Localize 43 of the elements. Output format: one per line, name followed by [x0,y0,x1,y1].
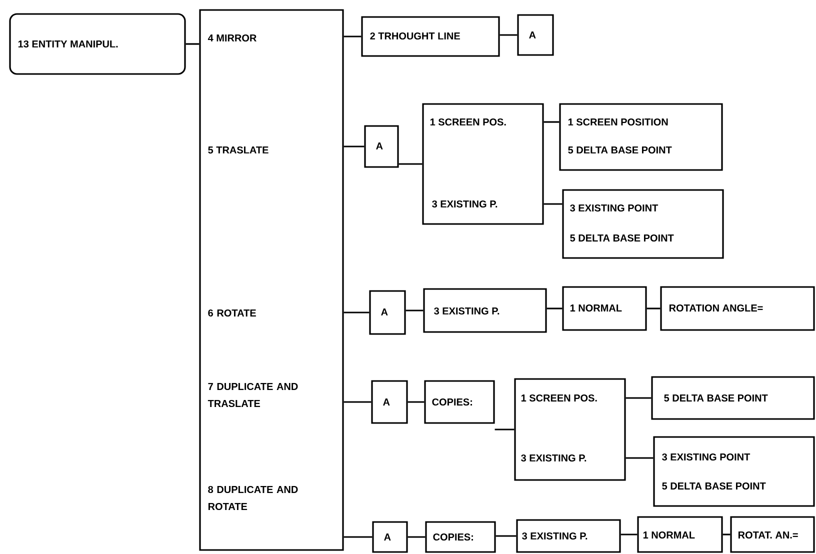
option-box: A [371,380,408,424]
connector [546,308,562,310]
option-box: 3 EXISTING POINT 5 DELTA BASE POINT [653,436,815,507]
connector [408,536,426,538]
option-box: A [517,14,554,56]
option-box: 1 NORMAL [562,286,647,331]
option-box: ROTAT. AN.= [730,516,815,553]
option-box: 3 EXISTING POINT 5 DELTA BASE POINT [562,189,724,259]
connector [620,534,638,536]
connector [500,34,518,36]
connector [398,163,422,165]
menu-box: 4 MIRROR 5 TRASLATE 6 ROTATE 7 DUPLICATE AND TRASLATE 8 DUPLICATE AND ROTATE [199,9,344,551]
rounded-box: 13 ENTITY MANIPUL. [9,13,186,75]
option-box: ROTATION ANGLE= [660,286,815,331]
connector [344,146,364,148]
option-box: 1 NORMAL [637,516,723,553]
connector [344,36,362,38]
connector [494,428,514,430]
connector [626,457,654,459]
option-box: A [369,290,406,335]
option-box: 2 TRHOUGHT LINE [361,16,500,57]
connector [496,535,516,537]
connector [646,308,660,310]
connector [626,397,652,399]
option-box: 5 DELTA BASE POINT [651,376,815,420]
menu-box: 1 SCREEN POS. 3 EXISTING P. [422,103,544,225]
connector [344,536,372,538]
option-box: COPIES: [424,380,495,424]
connector [544,121,560,123]
option-box: COPIES: [425,521,496,553]
connector [722,534,730,536]
connector [408,401,424,403]
option-box: A [372,521,408,553]
menu-box: 1 SCREEN POS. 3 EXISTING P. [514,378,626,481]
option-box: 3 EXISTING P. [423,288,547,333]
connector [186,43,200,45]
connector [344,401,372,403]
connector [344,312,370,314]
option-box: 3 EXISTING P. [516,519,621,553]
connector [544,203,562,205]
option-box: A [364,125,399,168]
option-box: 1 SCREEN POSITION 5 DELTA BASE POINT [559,103,723,171]
connector [406,310,424,312]
